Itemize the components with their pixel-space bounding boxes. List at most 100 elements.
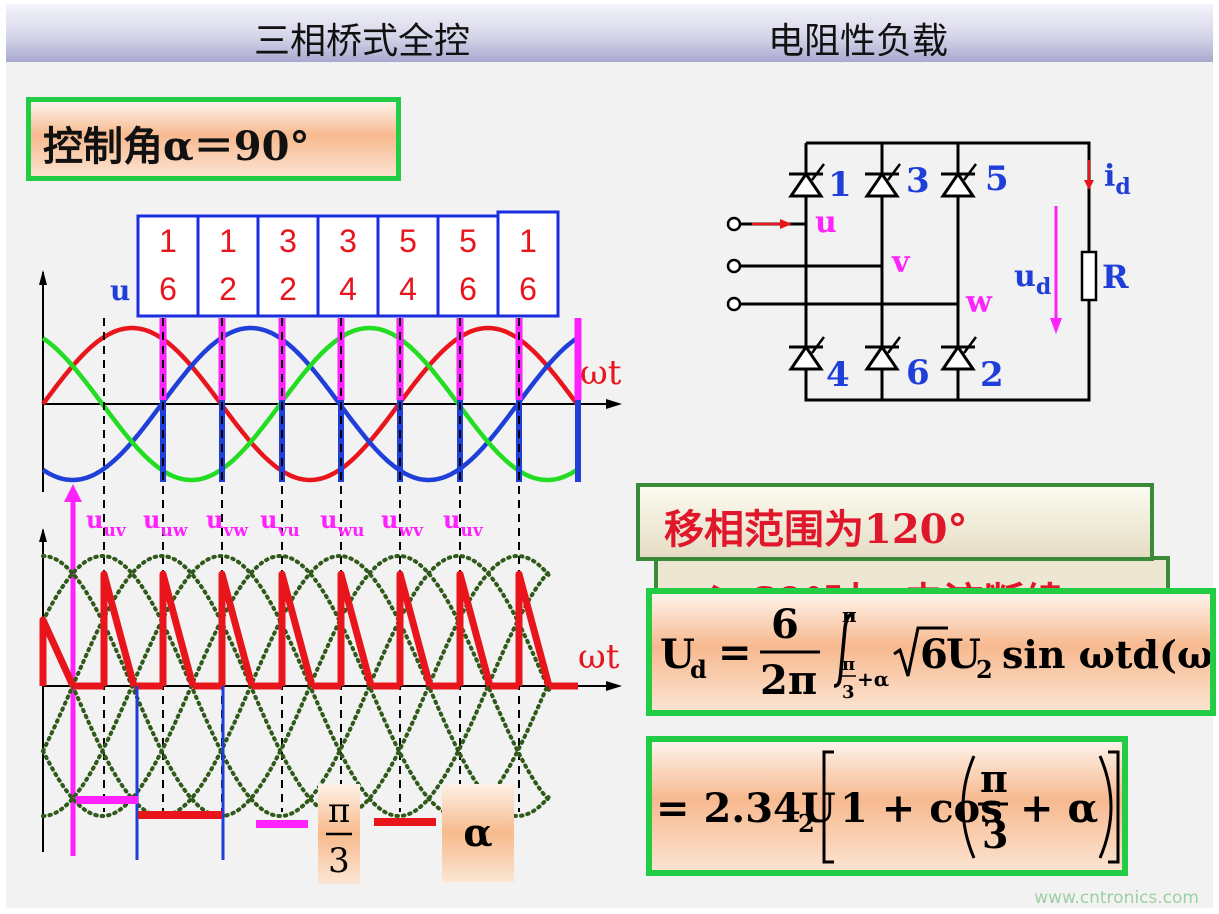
- phase-label-w: w: [965, 285, 993, 320]
- line-voltage-curve: [41, 553, 551, 819]
- sequence-bottom-thyristor: 2: [219, 271, 237, 307]
- thyristor-bottom-label: 4: [826, 355, 850, 395]
- current-arrow-head: [1084, 180, 1094, 190]
- thyristor-top-label: 3: [906, 161, 930, 201]
- sequence-top-thyristor: 1: [159, 223, 177, 259]
- legend-pi: π: [328, 791, 350, 831]
- sequence-cell: [316, 214, 380, 318]
- lower-x-arrow: [606, 681, 622, 691]
- thyristor-top-gate: [811, 163, 825, 181]
- thyristor-bottom-label: 2: [980, 355, 1004, 395]
- voltage-label: ud: [1014, 259, 1051, 300]
- upper-y-arrow: [39, 270, 47, 285]
- sequence-top-thyristor: 1: [519, 223, 537, 259]
- thyristor-bottom-body: [864, 344, 900, 371]
- title-right: 电阻性负载: [768, 21, 949, 62]
- f2-one: 1 + cos: [840, 785, 1003, 832]
- f2-sub: 2: [798, 809, 815, 838]
- lower-y-arrow: [39, 528, 47, 542]
- voltage-arrow-head: [1050, 318, 1062, 334]
- line-voltage-label: uwv: [381, 505, 424, 541]
- upper-waveform-plot: u ωt: [39, 270, 622, 856]
- line-voltage-label: uuv: [86, 505, 127, 541]
- sequence-cell: [196, 214, 260, 318]
- formula-result-svg: = 2.34U 2 1 + cos π 3 + α: [656, 750, 1120, 864]
- thyristor-bottom-gate: [887, 336, 901, 354]
- legend-alpha-box: [442, 784, 514, 882]
- phase-terminal: [726, 216, 742, 232]
- sequence-cell: [496, 210, 560, 318]
- lower-omega-t: ωt: [578, 637, 620, 677]
- line-voltage-label: uvw: [206, 505, 248, 541]
- resistor-label: R: [1102, 258, 1129, 296]
- f2-three: 3: [982, 812, 1008, 857]
- formula-ud-svg: U d = 6 2π π π 3 +α 6 U 2 sin ωtd(ωt): [660, 601, 1210, 704]
- sequence-top-thyristor: 5: [459, 223, 477, 259]
- upper-omega-t: ωt: [580, 353, 622, 393]
- line-voltage-label: uuw: [143, 505, 188, 541]
- title-left: 三相桥式全控: [254, 21, 471, 62]
- control-angle-box: 控制角α＝90°: [26, 97, 401, 181]
- thyristor-top-label: 5: [985, 159, 1009, 199]
- f1-u2: U: [946, 631, 981, 678]
- upper-u-label: u: [110, 274, 130, 307]
- f1-lower-3: 3: [842, 682, 855, 703]
- thyristor-bottom-gate: [963, 336, 977, 354]
- line-voltage-label: uvu: [260, 505, 300, 541]
- thyristor-top-body: [788, 171, 824, 198]
- sequence-top-thyristor: 5: [399, 223, 417, 259]
- control-angle-text: 控制角α＝90°: [43, 123, 310, 170]
- line-voltage-curve: [41, 553, 551, 819]
- phase-terminal: [726, 296, 742, 312]
- sequence-top-thyristor: 1: [219, 223, 237, 259]
- line-voltage-label: uuv: [443, 505, 484, 541]
- f2-pi: π: [980, 756, 1008, 801]
- phase-terminal: [726, 258, 742, 274]
- sequence-top-thyristor: 3: [279, 223, 297, 259]
- thyristor-bottom-gate: [811, 336, 825, 354]
- f1-lhs: U: [660, 631, 695, 678]
- f2-tail: + α: [1020, 785, 1098, 832]
- legend-three: 3: [328, 841, 350, 881]
- alpha-arrow-head: [64, 484, 82, 502]
- thyristor-top-gate: [963, 163, 977, 181]
- f1-u2-sub: 2: [976, 655, 993, 684]
- thyristor-top-label: 1: [828, 165, 852, 205]
- sequence-cell: [376, 214, 440, 318]
- phase-label-u: u: [815, 205, 837, 240]
- thyristor-top-gate: [887, 163, 901, 181]
- upper-x-arrow: [606, 399, 622, 409]
- thyristor-top-body: [940, 171, 976, 198]
- sequence-cell: [136, 214, 200, 318]
- formula-ud-result: = 2.34U 2 1 + cos π 3 + α: [646, 736, 1128, 876]
- f1-lower-tail: +α: [857, 667, 889, 691]
- phase-u-arrow-head: [780, 219, 792, 229]
- thyristor-bottom-body: [940, 344, 976, 371]
- phase-w-curve: [41, 325, 579, 483]
- f1-num: 6: [771, 601, 799, 648]
- formula-ud-integral: U d = 6 2π π π 3 +α 6 U 2 sin ωtd(ωt): [646, 588, 1216, 716]
- f1-sqrt-arg: 6: [920, 631, 948, 678]
- thyristor-bottom-body: [788, 344, 824, 371]
- phase-label-v: v: [891, 245, 911, 280]
- line-voltage-curve: [41, 554, 551, 818]
- sequence-bottom-thyristor: 6: [159, 271, 177, 307]
- sequence-bottom-thyristor: 4: [399, 271, 417, 307]
- f1-lhs-sub: d: [690, 655, 707, 684]
- current-label: id: [1104, 159, 1131, 200]
- legend-alpha: α: [463, 810, 492, 855]
- f1-body: sin ωtd(ωt): [1002, 632, 1210, 677]
- sequence-bottom-thyristor: 4: [339, 271, 357, 307]
- sequence-bottom-thyristor: 2: [279, 271, 297, 307]
- load-resistor: [1080, 250, 1098, 302]
- line-voltage-label: uwu: [320, 505, 364, 541]
- sequence-top-thyristor: 3: [339, 223, 357, 259]
- f1-lower-pi: π: [842, 654, 855, 675]
- phase-range-box: 移相范围为120°: [636, 483, 1154, 561]
- line-voltage-curve: [41, 554, 551, 818]
- watermark: www.cntronics.com: [1034, 888, 1199, 908]
